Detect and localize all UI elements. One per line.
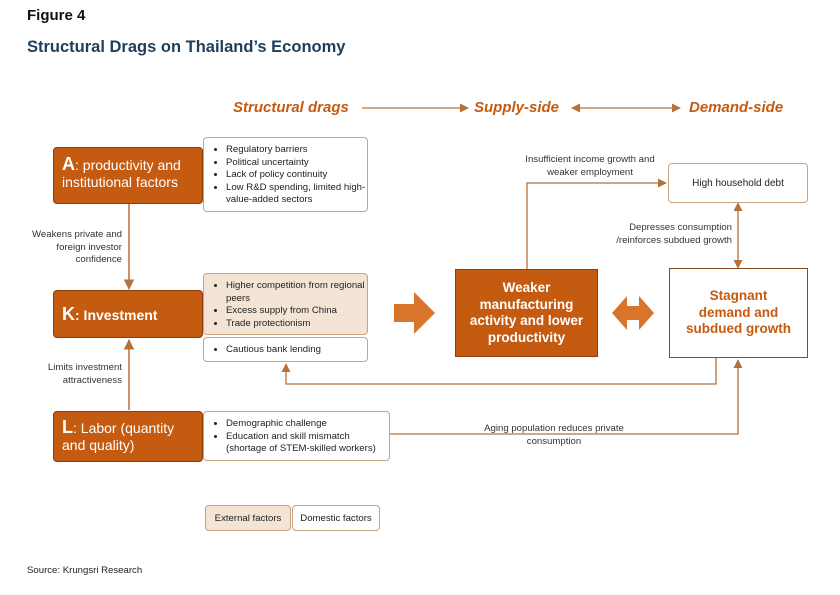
list-item: Excess supply from China bbox=[226, 305, 367, 318]
outcome-stagnant-box: Stagnant demand and subdued growth bbox=[669, 268, 808, 358]
list-item: Higher competition from regional peers bbox=[226, 280, 367, 305]
note-income: Insufficient income growth and weaker em… bbox=[525, 154, 655, 178]
legend-domestic: Domestic factors bbox=[292, 505, 380, 531]
factor-l-list: Demographic challenge Education and skil… bbox=[203, 411, 390, 461]
arrow-stagnant-to-lending bbox=[281, 358, 717, 385]
block-arrow-weaker-stagnant bbox=[612, 296, 654, 330]
figure-label: Figure 4 bbox=[27, 7, 86, 24]
factor-a-letter: A bbox=[62, 154, 75, 174]
arrow-labor-to-stagnant bbox=[390, 359, 743, 435]
list-item: Lack of policy continuity bbox=[226, 169, 367, 182]
list-item: Cautious bank lending bbox=[226, 344, 367, 357]
legend-external: External factors bbox=[205, 505, 291, 531]
list-item: Regulatory barriers bbox=[226, 144, 367, 157]
outcome-weaker-box: Weaker manufacturing activity and lower … bbox=[455, 269, 598, 357]
header-structural-drags: Structural drags bbox=[233, 99, 349, 116]
factor-k-box: K: Investment bbox=[53, 290, 203, 338]
factor-l-text: : Labor (quantity and quality) bbox=[62, 420, 175, 453]
note-l-to-k: Limits investment attractiveness bbox=[47, 362, 122, 386]
arrow-weaker-to-debt bbox=[526, 178, 667, 269]
factor-k-letter: K bbox=[62, 303, 75, 324]
source-note: Source: Krungsri Research bbox=[27, 565, 143, 576]
factor-a-list: Regulatory barriers Political uncertaint… bbox=[203, 137, 368, 212]
list-item: Low R&D spending, limited high-value-add… bbox=[226, 182, 367, 207]
factor-k-text: : Investment bbox=[75, 306, 158, 323]
factor-a-box: A: productivity and institutional factor… bbox=[53, 147, 203, 204]
factor-k-external-list: Higher competition from regional peers E… bbox=[203, 273, 368, 335]
factor-a-text: : productivity and institutional factors bbox=[62, 157, 181, 190]
header-supply-side: Supply-side bbox=[474, 99, 560, 116]
list-item: Demographic challenge bbox=[226, 418, 389, 431]
note-consumption: Depresses consumption /reinforces subdue… bbox=[616, 222, 732, 246]
header-demand-side: Demand-side bbox=[689, 99, 784, 116]
note-aging: Aging population reduces private consump… bbox=[484, 423, 624, 447]
note-a-to-k: Weakens private and foreign investor con… bbox=[32, 229, 122, 265]
figure-title: Structural Drags on Thailand’s Economy bbox=[27, 38, 346, 56]
list-item: Trade protectionism bbox=[226, 318, 367, 331]
factor-l-letter: L bbox=[62, 417, 73, 437]
factor-k-domestic-list: Cautious bank lending bbox=[203, 337, 368, 362]
block-arrow-to-weaker bbox=[394, 292, 435, 334]
factor-l-box: L: Labor (quantity and quality) bbox=[53, 411, 203, 462]
outcome-debt-box: High household debt bbox=[668, 163, 808, 203]
list-item: Political uncertainty bbox=[226, 157, 367, 170]
list-item: Education and skill mismatch (shortage o… bbox=[226, 431, 389, 456]
